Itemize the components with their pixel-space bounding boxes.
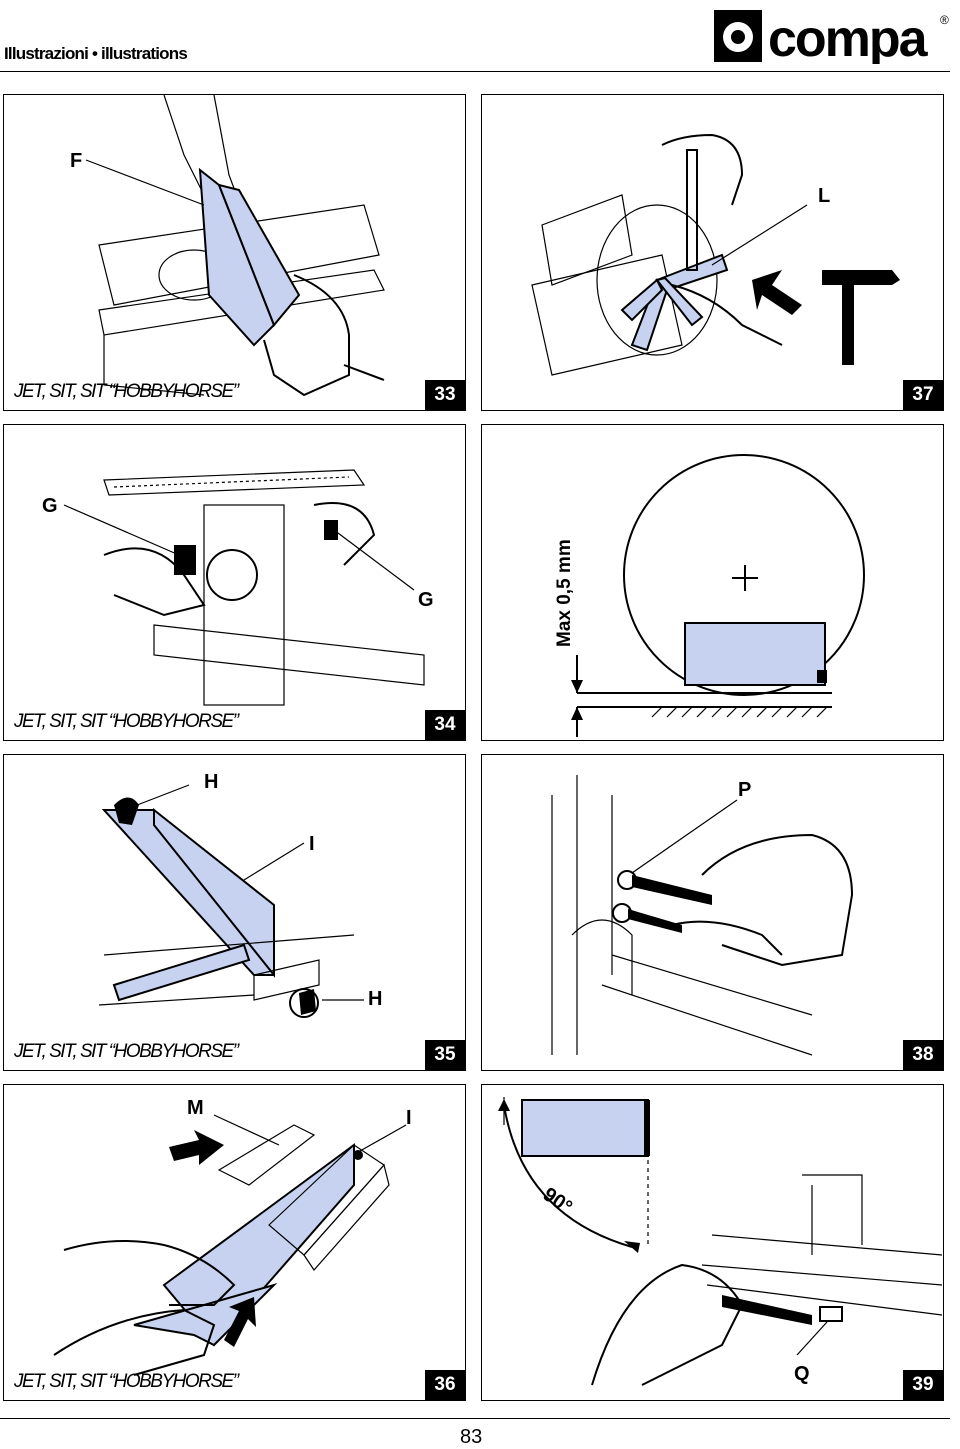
panel-39-number: 39 [903,1370,943,1400]
svg-text:®: ® [940,13,949,27]
label-f: F [70,150,83,172]
compa-logo: compa ® [714,4,950,69]
panel-35-caption: JET, SIT, SIT “HOBBYHORSE” [14,1041,239,1062]
label-g-left: G [42,495,58,517]
panel-36-caption: JET, SIT, SIT “HOBBYHORSE” [14,1371,239,1392]
panel-34-caption: JET, SIT, SIT “HOBBYHORSE” [14,711,239,732]
label-i: I [406,1107,412,1129]
panel-34-number: 34 [425,710,465,740]
panel-38-number: 38 [903,1040,943,1070]
panel-36-number: 36 [425,1370,465,1400]
label-i: I [309,833,315,855]
label-g-right: G [418,589,434,611]
label-h-bottom: H [368,988,383,1010]
blade-measure-panel: Max 0,5 mm [481,424,944,741]
footer-rule [0,1418,950,1419]
illustration-panel-39: 90° Q 39 [481,1084,944,1401]
panel-33-caption: JET, SIT, SIT “HOBBYHORSE” [14,381,239,402]
illustration-panel-35: H I H JET, SIT, SIT “HOBBYHORSE” 35 [3,754,466,1071]
panel-35-number: 35 [425,1040,465,1070]
illustration-panel-34: G G JET, SIT, SIT “HOBBYHORSE” 34 [3,424,466,741]
illustration-panel-36: M I JET, SIT, SIT “HOBBYHORSE” 36 [3,1084,466,1401]
illustration-panel-38: P 38 [481,754,944,1071]
panel-33-number: 33 [425,380,465,410]
illustration-panel-33: F JET, SIT, SIT “HOBBYHORSE” 33 [3,94,466,411]
page-number: 83 [460,1426,483,1448]
illustration-panel-37: L 37 [481,94,944,411]
header-rule [0,71,950,72]
label-p: P [738,779,752,801]
label-l: L [818,185,831,207]
label-q: Q [794,1363,810,1385]
max-clearance-label: Max 0,5 mm [554,539,575,647]
svg-text:compa: compa [768,10,929,64]
label-h-top: H [204,771,219,793]
page-header-title: Illustrazioni • illustrations [4,44,188,63]
panel-37-number: 37 [903,380,943,410]
label-m: M [187,1097,204,1119]
